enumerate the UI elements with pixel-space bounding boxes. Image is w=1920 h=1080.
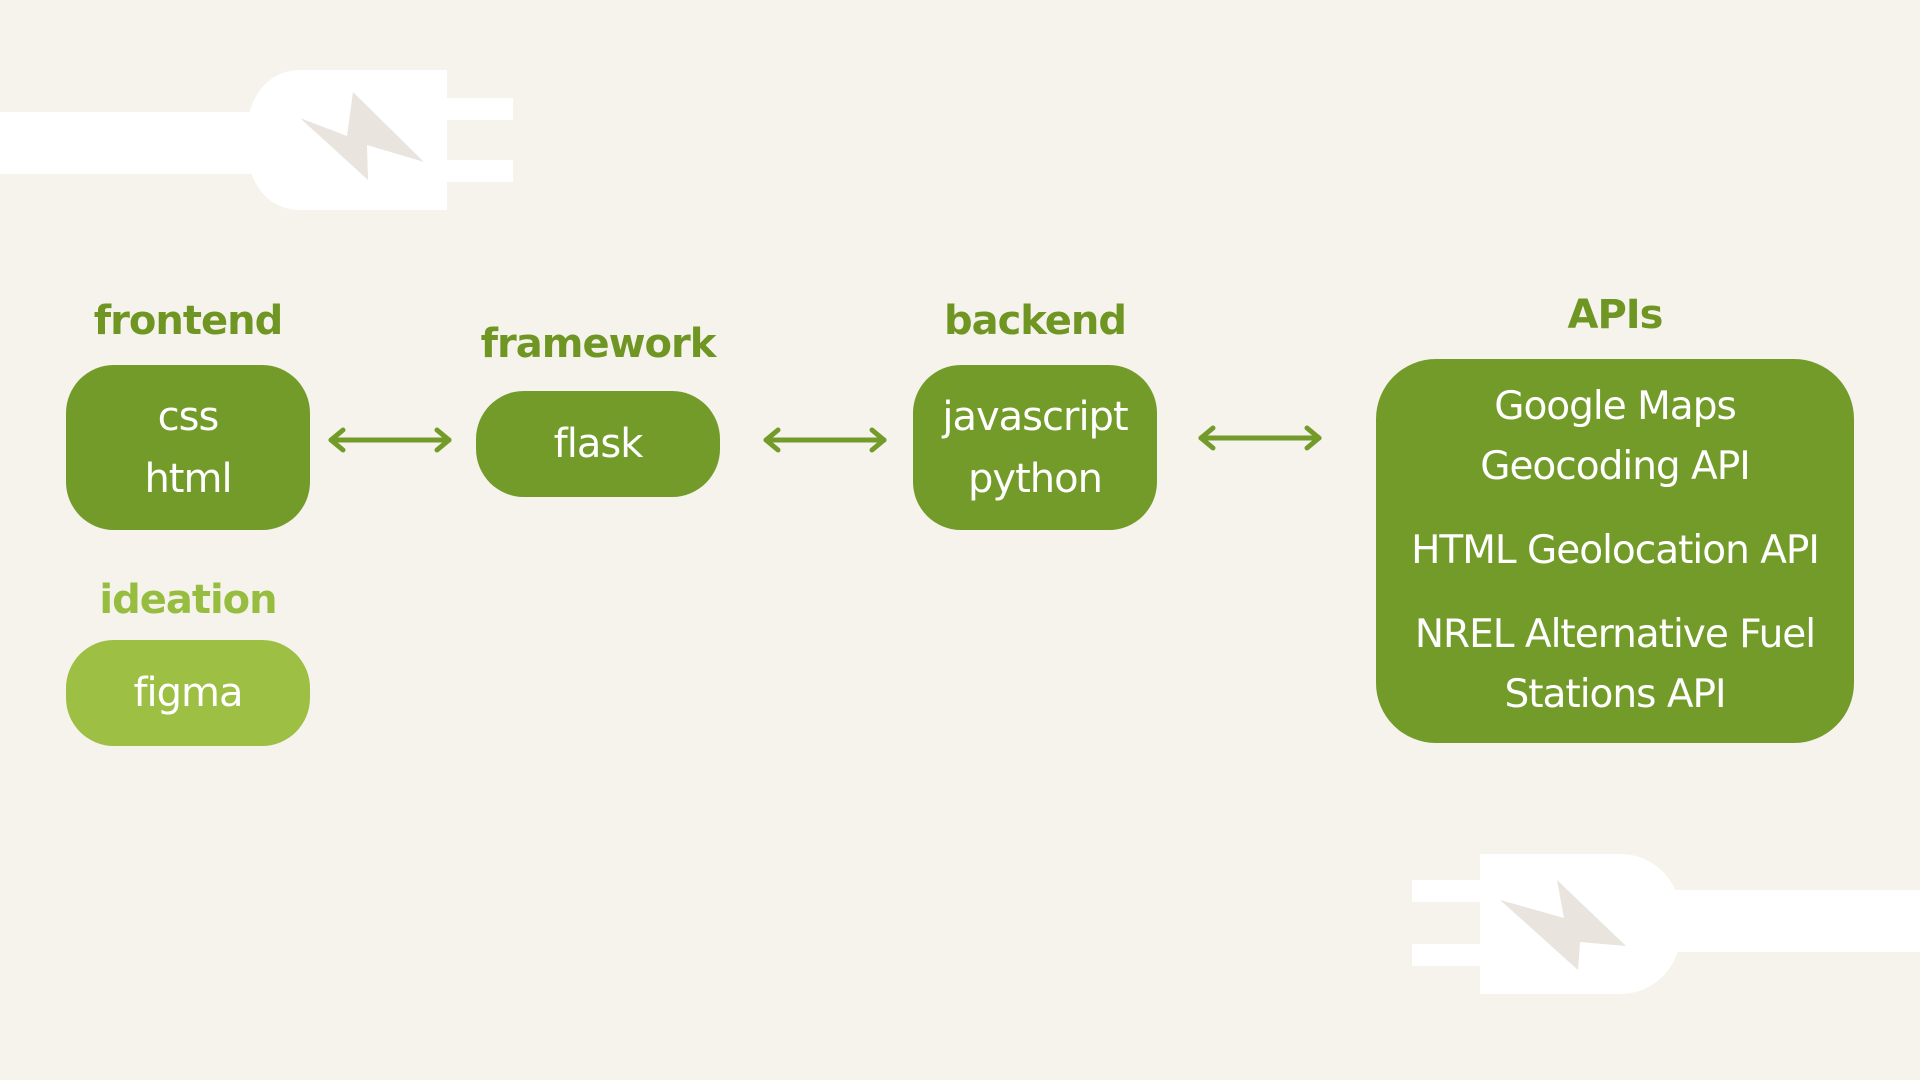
framework-heading: framework bbox=[480, 321, 717, 367]
double-arrow-icon bbox=[328, 427, 452, 453]
frontend-heading: frontend bbox=[93, 298, 283, 344]
api-item-line: Google Maps bbox=[1494, 384, 1737, 429]
double-arrow-icon bbox=[1198, 425, 1322, 451]
frontend-item: css bbox=[157, 393, 220, 440]
frontend-item: html bbox=[144, 455, 232, 502]
backend-box: javascript python bbox=[913, 365, 1157, 530]
api-item-line: Stations API bbox=[1504, 672, 1726, 717]
backend-item: javascript bbox=[942, 393, 1128, 440]
apis-box: Google Maps Geocoding API HTML Geolocati… bbox=[1376, 359, 1854, 743]
double-arrow-icon bbox=[763, 427, 887, 453]
api-item-line: NREL Alternative Fuel bbox=[1414, 612, 1816, 657]
frontend-box: css html bbox=[66, 365, 310, 530]
ideation-heading: ideation bbox=[99, 577, 277, 623]
backend-item: python bbox=[968, 455, 1103, 502]
api-item-line: HTML Geolocation API bbox=[1411, 528, 1820, 573]
framework-box: flask bbox=[476, 391, 720, 497]
api-item-line: Geocoding API bbox=[1480, 444, 1751, 489]
ideation-item: figma bbox=[133, 670, 243, 716]
ideation-box: figma bbox=[66, 640, 310, 746]
plug-icon bbox=[0, 70, 513, 210]
apis-heading: APIs bbox=[1567, 292, 1664, 338]
plug-icon bbox=[1412, 854, 1920, 994]
framework-item: flask bbox=[553, 421, 644, 467]
backend-heading: backend bbox=[943, 298, 1127, 344]
